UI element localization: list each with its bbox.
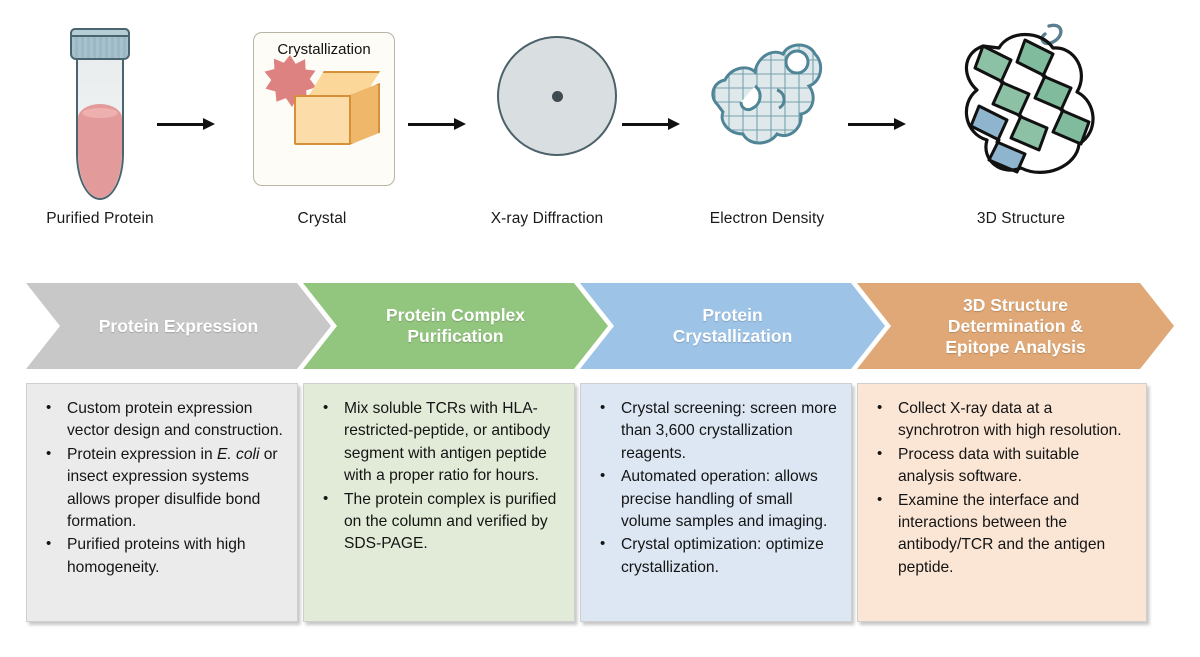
stage-detail-box-3d-structure-determination: Collect X-ray data at a synchrotron with… <box>857 383 1147 622</box>
bullet-list: Collect X-ray data at a synchrotron with… <box>868 397 1134 580</box>
stage-chevron-label: Protein Expression <box>98 315 259 336</box>
flow-arrow-1 <box>157 118 215 130</box>
bullet-item: Mix soluble TCRs with HLA-restricted-pep… <box>314 397 562 488</box>
pipeline-step-label: Electron Density <box>709 210 825 227</box>
stage-chevron-band: Protein Expression Protein Complex Purif… <box>0 283 1200 375</box>
pipeline-step-electron-density: Electron Density <box>667 18 867 258</box>
electron-density-mesh-icon <box>667 18 867 208</box>
pipeline-step-crystal: Crystallization Crystal <box>222 18 422 258</box>
pipeline-step-label: 3D Structure <box>976 210 1066 227</box>
protein-ribbon-icon <box>921 18 1121 208</box>
bullet-item: Process data with suitable analysis soft… <box>868 443 1134 489</box>
eppendorf-tube-icon <box>0 18 200 208</box>
pipeline-step-label: X-ray Diffraction <box>490 210 604 227</box>
stage-detail-box-protein-complex-purification: Mix soluble TCRs with HLA-restricted-pep… <box>303 383 575 622</box>
stage-chevron-protein-crystallization[interactable]: Protein Crystallization <box>580 283 885 369</box>
stage-detail-box-protein-expression: Custom protein expression vector design … <box>26 383 298 622</box>
bullet-item: Examine the interface and interactions b… <box>868 489 1134 580</box>
bullet-list: Mix soluble TCRs with HLA-restricted-pep… <box>314 397 562 556</box>
stage-chevron-label: Protein Crystallization <box>672 305 793 346</box>
stage-detail-box-protein-crystallization: Crystal screening: screen more than 3,60… <box>580 383 852 622</box>
stage-chevron-3d-structure-determination[interactable]: 3D Structure Determination & Epitope Ana… <box>857 283 1174 369</box>
pipeline-icon-row: Purified Protein Crystallization Crystal <box>0 0 1200 258</box>
crystallization-panel-title: Crystallization <box>277 41 371 58</box>
crystal-cube-icon <box>294 71 380 147</box>
bullet-list: Custom protein expression vector design … <box>37 397 285 579</box>
pipeline-step-xray-diffraction: X-ray Diffraction <box>447 18 647 258</box>
pipeline-step-label: Crystal <box>297 210 347 227</box>
pipeline-step-3d-structure: 3D Structure <box>921 18 1121 258</box>
bullet-item: Automated operation: allows precise hand… <box>591 465 839 533</box>
protein-crystal-icon: Crystallization <box>222 18 422 208</box>
stage-chevron-label: 3D Structure Determination & Epitope Ana… <box>945 294 1086 357</box>
bullet-item: Crystal screening: screen more than 3,60… <box>591 397 839 465</box>
bullet-item: Crystal optimization: optimize crystalli… <box>591 533 839 579</box>
bullet-item: Protein expression in E. coli or insect … <box>37 443 285 534</box>
bullet-item: Collect X-ray data at a synchrotron with… <box>868 397 1134 443</box>
stage-chevron-protein-complex-purification[interactable]: Protein Complex Purification <box>303 283 608 369</box>
diffraction-disc-icon <box>447 18 647 208</box>
pipeline-step-label: Purified Protein <box>46 210 154 227</box>
bullet-item: Purified proteins with high homogeneity. <box>37 533 285 579</box>
stage-chevron-label: Protein Complex Purification <box>385 305 526 346</box>
flow-arrow-4 <box>848 118 906 130</box>
stage-chevron-protein-expression[interactable]: Protein Expression <box>26 283 331 369</box>
pipeline-step-purified-protein: Purified Protein <box>0 18 200 258</box>
bullet-item: Custom protein expression vector design … <box>37 397 285 443</box>
bullet-item: The protein complex is purified on the c… <box>314 488 562 556</box>
beamstop-dot-icon <box>551 90 563 102</box>
flow-arrow-2 <box>408 118 466 130</box>
bullet-list: Crystal screening: screen more than 3,60… <box>591 397 839 579</box>
flow-arrow-3 <box>622 118 680 130</box>
